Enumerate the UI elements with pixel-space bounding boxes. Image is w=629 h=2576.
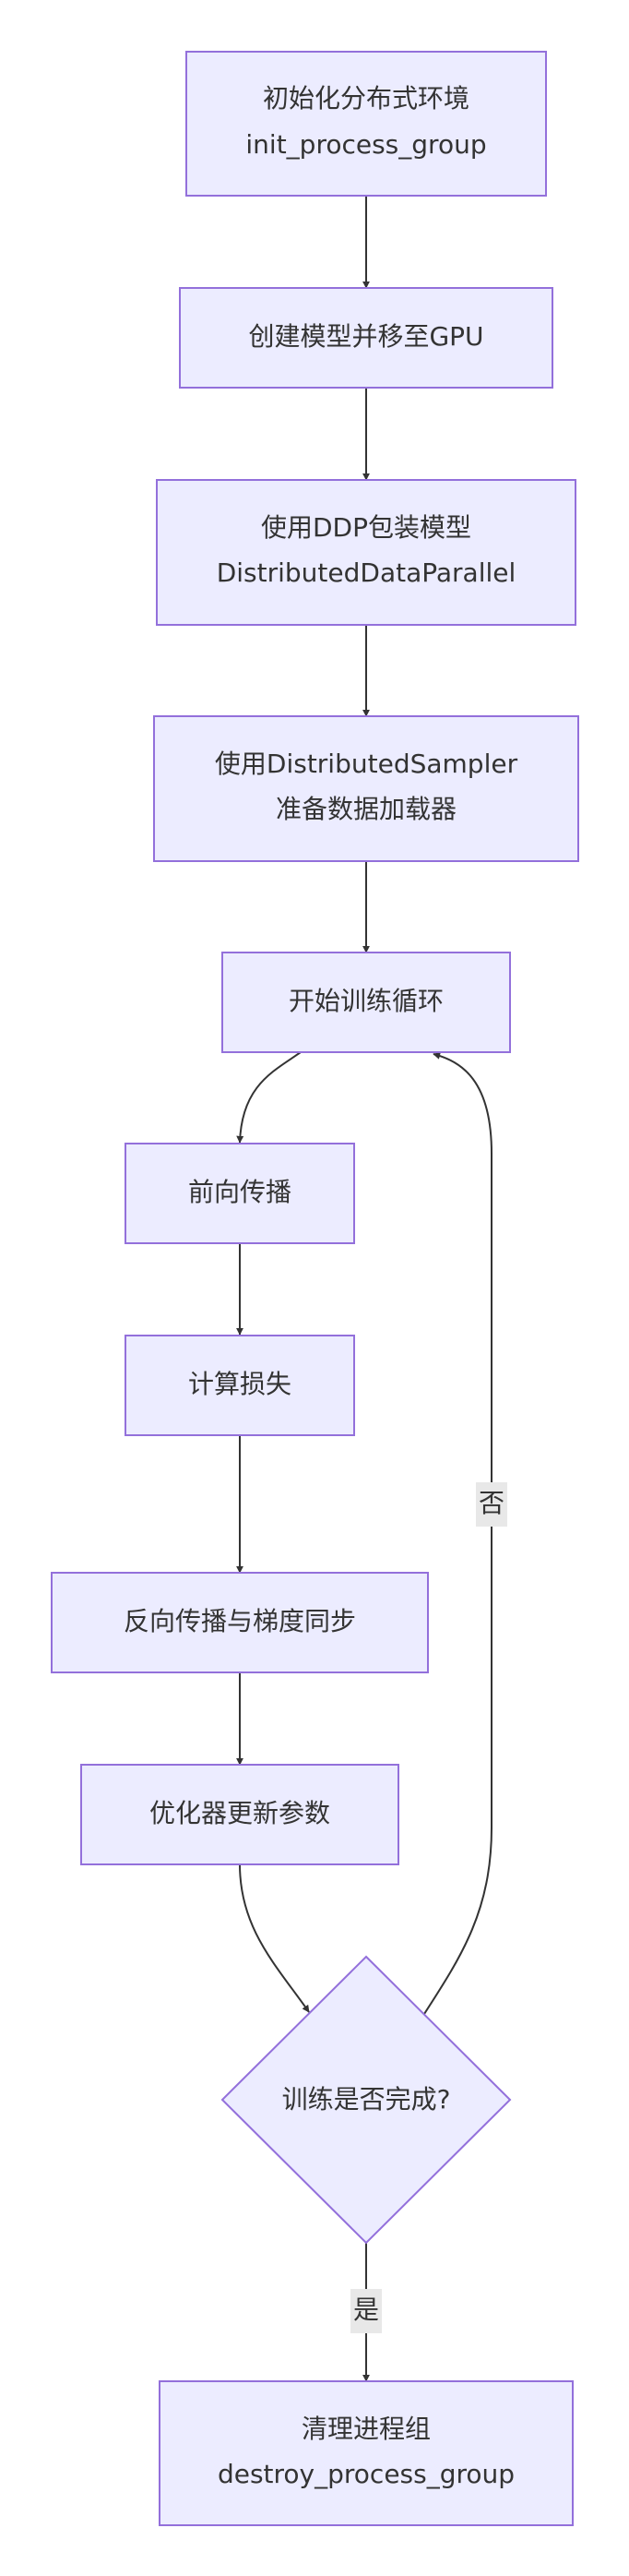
node-ddp-line1: 使用DDP包装模型 (261, 512, 471, 543)
node-forward-line1: 前向传播 (188, 1177, 291, 1207)
node-optimizer: 优化器更新参数 (80, 1764, 399, 1865)
edges (236, 196, 493, 2382)
edge-label-no: 否 (476, 1482, 507, 1527)
node-loss: 计算损失 (125, 1335, 355, 1436)
node-loss-line1: 计算损失 (188, 1369, 291, 1399)
node-sampler-line1: 使用DistributedSampler (215, 749, 518, 779)
node-ddp-line2: DistributedDataParallel (217, 557, 516, 588)
node-optimizer-line1: 优化器更新参数 (149, 1798, 330, 1828)
node-backward: 反向传播与梯度同步 (51, 1572, 429, 1673)
node-loop: 开始训练循环 (221, 952, 511, 1053)
edge-label-yes: 是 (350, 2289, 382, 2333)
node-cleanup-line1: 清理进程组 (302, 2414, 431, 2444)
node-cleanup-line2: destroy_process_group (218, 2459, 515, 2489)
node-create-model: 创建模型并移至GPU (179, 287, 553, 389)
node-forward: 前向传播 (125, 1143, 355, 1244)
node-decision: 训练是否完成? (220, 1955, 512, 2245)
node-decision-line1: 训练是否完成? (282, 2084, 451, 2115)
edge-loop-to-forward (236, 1051, 302, 1144)
node-init: 初始化分布式环境 init_process_group (185, 51, 547, 197)
node-create-model-line1: 创建模型并移至GPU (248, 321, 483, 352)
edge-label-yes-text: 是 (353, 2294, 379, 2325)
edge-label-no-text: 否 (479, 1488, 504, 1518)
node-init-line2: init_process_group (245, 129, 486, 160)
node-sampler-line2: 准备数据加载器 (276, 794, 457, 824)
node-ddp: 使用DDP包装模型 DistributedDataParallel (156, 479, 576, 626)
node-loop-line1: 开始训练循环 (289, 986, 444, 1016)
node-sampler: 使用DistributedSampler 准备数据加载器 (153, 715, 579, 862)
node-cleanup: 清理进程组 destroy_process_group (159, 2380, 574, 2526)
node-init-line1: 初始化分布式环境 (263, 83, 469, 114)
edge-optimizer-to-decision (239, 1863, 310, 2013)
edge-decision-no-to-loop (423, 1051, 493, 2015)
node-backward-line1: 反向传播与梯度同步 (124, 1606, 356, 1636)
